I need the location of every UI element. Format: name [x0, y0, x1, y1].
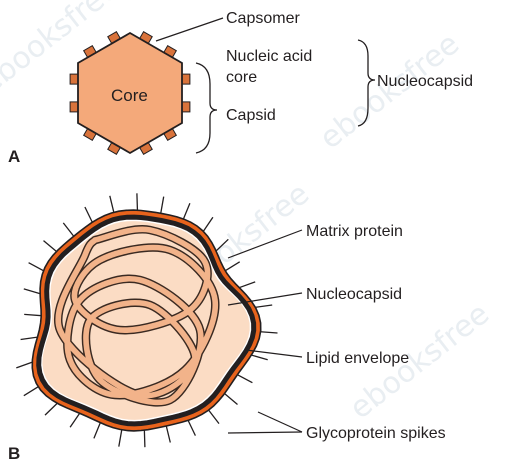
matrix-protein-label: Matrix protein — [306, 223, 403, 240]
glycoprotein-spike — [202, 217, 213, 233]
watermark-text-2: ebooksfree — [313, 26, 466, 156]
glycoprotein-spike — [144, 428, 145, 447]
capsomer-label: Capsomer — [226, 10, 300, 27]
glycoprotein-spike — [223, 392, 238, 404]
glycoprotein-spike — [85, 207, 93, 224]
glycoprotein-spike — [24, 314, 43, 315]
glycoprotein-spike — [45, 402, 59, 415]
glycoprotein-spike — [160, 197, 163, 216]
glycoprotein-spike — [44, 241, 59, 253]
glycoprotein-spike — [249, 355, 267, 360]
glycoprotein-spike — [29, 263, 46, 272]
glycoprotein-spike — [110, 196, 115, 215]
glycoprotein-spike — [166, 424, 171, 443]
panel-letter-a: A — [8, 147, 20, 166]
nucleic-acid-label-line2: core — [226, 69, 257, 86]
nucleic-acid-label-line1: Nucleic acid — [226, 48, 312, 65]
glycoprotein-spike — [253, 305, 272, 308]
core-label: Core — [111, 86, 148, 105]
glycoprotein-spike — [137, 193, 138, 212]
capsomer-leader-line — [156, 18, 223, 41]
capsid-label: Capsid — [226, 107, 276, 124]
glycoprotein-spike — [16, 362, 34, 368]
glycoprotein-spike — [207, 409, 219, 424]
glycoprotein-spike — [24, 289, 42, 294]
glycoprotein-spike — [183, 203, 190, 221]
glycoprotein-spike — [24, 386, 40, 396]
capsid-brace — [196, 63, 217, 153]
nucleocapsid-label-b: Nucleocapsid — [306, 286, 402, 303]
lipid-envelope-label: Lipid envelope — [306, 350, 409, 367]
panel-letter-b: B — [8, 444, 20, 463]
glycoprotein-spike — [94, 421, 101, 439]
nucleocapsid-label-a: Nucleocapsid — [377, 73, 473, 90]
glycoprotein-spike — [119, 428, 122, 447]
glycoprotein-spikes-label: Glycoprotein spikes — [306, 425, 446, 442]
glycoprotein-leader-line-1 — [258, 412, 302, 432]
glycoprotein-spike — [259, 332, 278, 333]
glycoprotein-leader-line-2 — [228, 432, 302, 433]
glycoprotein-spike — [236, 374, 253, 383]
